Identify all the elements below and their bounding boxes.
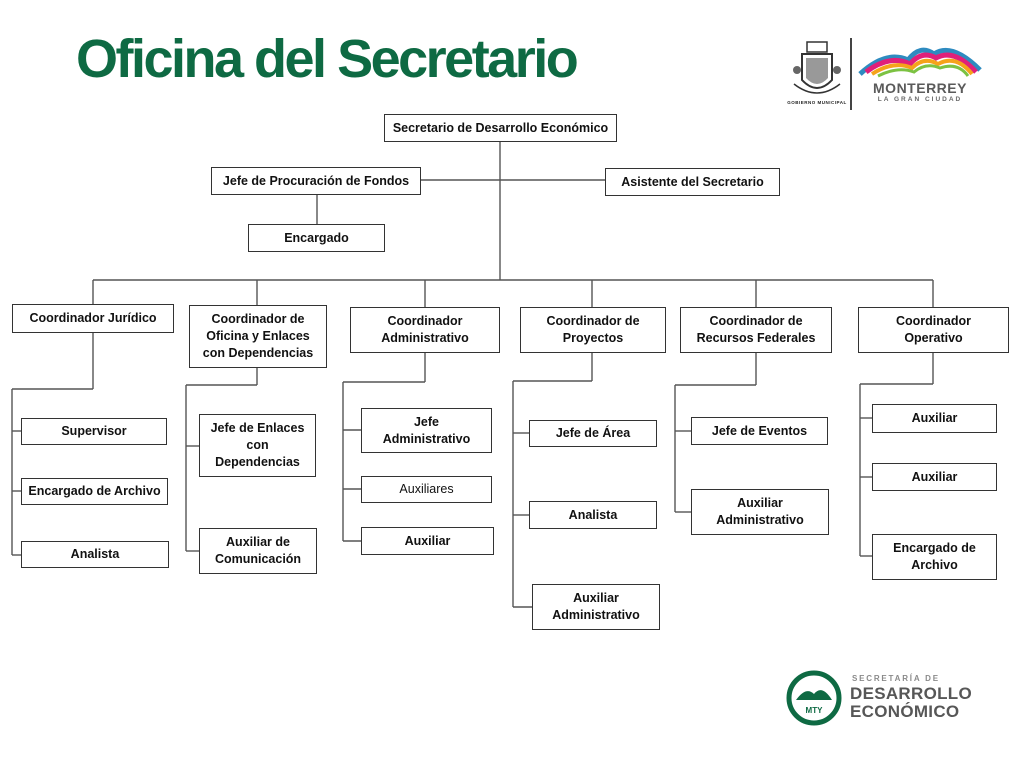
box-asistente: Asistente del Secretario <box>605 168 780 196</box>
monterrey-mountains-icon <box>858 47 982 78</box>
municipal-seal-icon <box>793 41 841 94</box>
box-auxiliar: Auxiliar <box>361 527 494 555</box>
box-auxiliar-administrativo: Auxiliar Administrativo <box>532 584 660 630</box>
box-coordinador-administrativo: Coordinador Administrativo <box>350 307 500 353</box>
box-encargado-archivo: Encargado de Archivo <box>21 478 168 505</box>
box-auxiliar: Auxiliar <box>872 404 997 433</box>
box-jefe-procuracion: Jefe de Procuración de Fondos <box>211 167 421 195</box>
monterrey-tagline: LA GRAN CIUDAD <box>877 96 963 103</box>
box-encargado: Encargado <box>248 224 385 252</box>
box-coordinador-proyectos: Coordinador de Proyectos <box>520 307 666 353</box>
seal-caption: GOBIERNO MUNICIPAL <box>787 100 847 105</box>
box-jefe-enlaces: Jefe de Enlaces con Dependencias <box>199 414 316 477</box>
mty-badge-icon: MTY <box>786 670 842 726</box>
box-supervisor: Supervisor <box>21 418 167 445</box>
box-analista: Analista <box>21 541 169 568</box>
box-secretario: Secretario de Desarrollo Económico <box>384 114 617 142</box>
monterrey-name: MONTERREY <box>873 80 967 96</box>
box-jefe-area: Jefe de Área <box>529 420 657 447</box>
secretaria-desarrollo-logo: MTY SECRETARÍA DE DESARROLLO ECONÓMICO <box>786 668 996 732</box>
page-title: Oficina del Secretario <box>76 29 579 89</box>
monterrey-logo: GOBIERNO MUNICIPAL MONTERREY LA GRAN CIU… <box>786 36 986 112</box>
box-coordinador-operativo: Coordinador Operativo <box>858 307 1009 353</box>
secretaria-line2: DESARROLLO <box>850 684 972 703</box>
secretaria-line1: SECRETARÍA DE <box>852 674 940 683</box>
box-jefe-administrativo: Jefe Administrativo <box>361 408 492 453</box>
box-analista: Analista <box>529 501 657 529</box>
box-coordinador-oficina: Coordinador de Oficina y Enlaces con Dep… <box>189 305 327 368</box>
box-auxiliar: Auxiliar <box>872 463 997 491</box>
box-encargado-archivo: Encargado de Archivo <box>872 534 997 580</box>
box-auxiliar-administrativo: Auxiliar Administrativo <box>691 489 829 535</box>
box-auxiliares: Auxiliares <box>361 476 492 503</box>
box-coordinador-juridico: Coordinador Jurídico <box>12 304 174 333</box>
secretaria-line3: ECONÓMICO <box>850 702 960 721</box>
box-auxiliar-comunicacion: Auxiliar de Comunicación <box>199 528 317 574</box>
mty-badge-text: MTY <box>806 706 824 715</box>
box-jefe-eventos: Jefe de Eventos <box>691 417 828 445</box>
logo-divider <box>850 38 852 110</box>
box-coordinador-recursos: Coordinador de Recursos Federales <box>680 307 832 353</box>
